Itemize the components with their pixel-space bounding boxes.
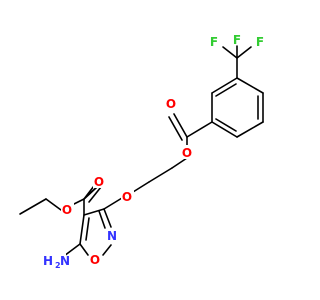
bond-ring-4 — [211, 121, 238, 138]
lower-ester-oxygen-label: O — [62, 203, 72, 217]
amino-hydrogen-count: 2 — [55, 261, 61, 270]
bond-c4-c3 — [83, 208, 105, 216]
bond-ring-6 — [211, 77, 238, 94]
bond-carbonyl-o-2 — [168, 116, 183, 141]
bond-ring-3 — [236, 121, 264, 138]
upper-ester-oxygen-label: O — [182, 146, 192, 160]
bonds — [19, 45, 264, 257]
ring-oxygen-label: O — [90, 253, 100, 267]
bond-ester-o-ethyl — [45, 198, 62, 211]
bond-c5-amino — [63, 243, 81, 257]
molecule-structure-diagram: F F F O O O O O N O H 2 N — [19, 33, 266, 270]
bond-c-f2 — [222, 46, 238, 59]
bond-carbonyl-o-1 — [173, 113, 188, 138]
bond-c5-c4-inner — [85, 217, 90, 241]
ether-oxygen-label: O — [122, 190, 132, 204]
bond-ester-o-ch2 — [171, 157, 188, 169]
amino-nitrogen-label: N — [60, 254, 70, 268]
amino-hydrogen-label: H — [43, 254, 53, 268]
bond-o-c5 — [79, 243, 89, 256]
atom-labels: F F F O O O O O N O H 2 N — [40, 33, 266, 270]
bond-ring-6-inner — [215, 83, 237, 97]
fluorine-label-right: F — [256, 35, 264, 49]
fluorine-label-top: F — [233, 33, 241, 47]
bond-c5-c4 — [79, 214, 85, 245]
bond-ring-1 — [236, 77, 264, 94]
bond-ring-carbonyl — [186, 121, 213, 138]
bond-ring-4-inner — [215, 118, 237, 132]
bond-n-o — [102, 244, 112, 256]
bond-ch2-ether-o — [132, 181, 150, 193]
bond-carbonyl-lower-ester-o — [73, 198, 85, 205]
bond-lower-carbonyl-double-b — [88, 186, 102, 203]
upper-carbonyl-oxygen-label: O — [166, 97, 176, 111]
bond-ethyl-ch3 — [19, 198, 47, 215]
bond-ch2-ch2 — [148, 167, 173, 183]
lower-carbonyl-oxygen-label: O — [94, 175, 104, 189]
bond-c-f3 — [236, 46, 252, 59]
fluorine-label-left: F — [210, 35, 218, 49]
bond-ether-o-ring — [103, 197, 123, 210]
bond-c3-n — [103, 208, 112, 228]
bond-c3-n-inner — [98, 210, 106, 229]
ring-nitrogen-label: N — [107, 229, 117, 243]
